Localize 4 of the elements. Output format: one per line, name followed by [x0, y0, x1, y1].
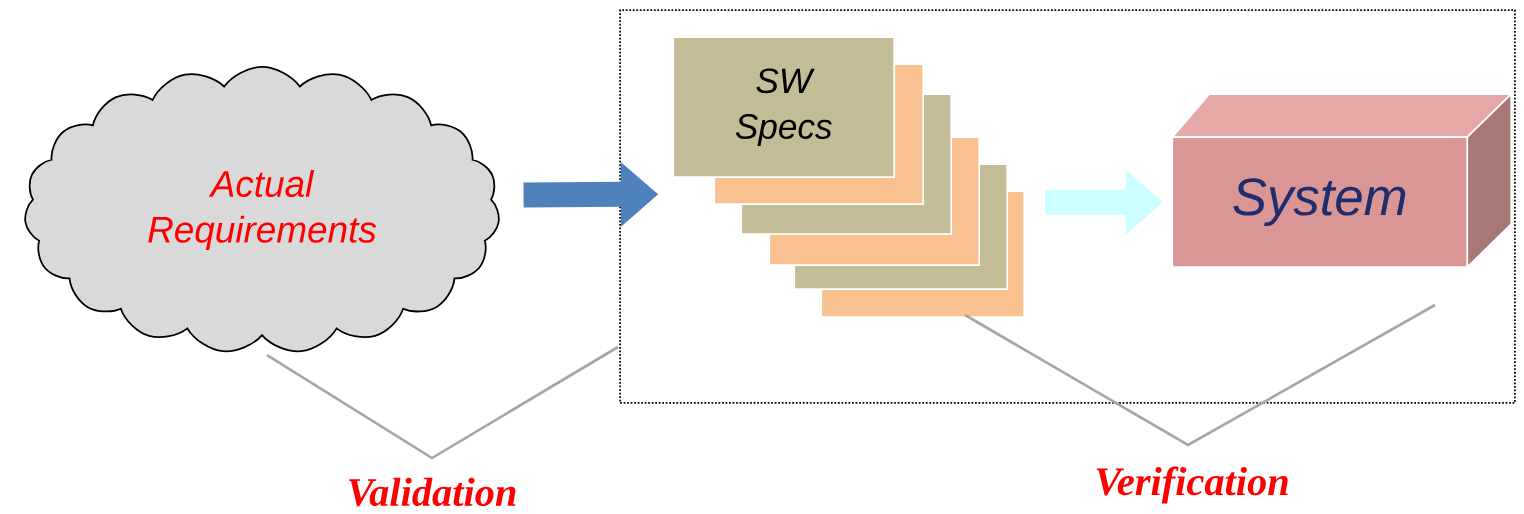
bracket-label: Validation [349, 477, 516, 507]
bracket-label: Verification [1096, 466, 1288, 504]
dotted-frame [619, 9, 1516, 404]
document-stack-drawing: SW Specs [672, 36, 1026, 319]
